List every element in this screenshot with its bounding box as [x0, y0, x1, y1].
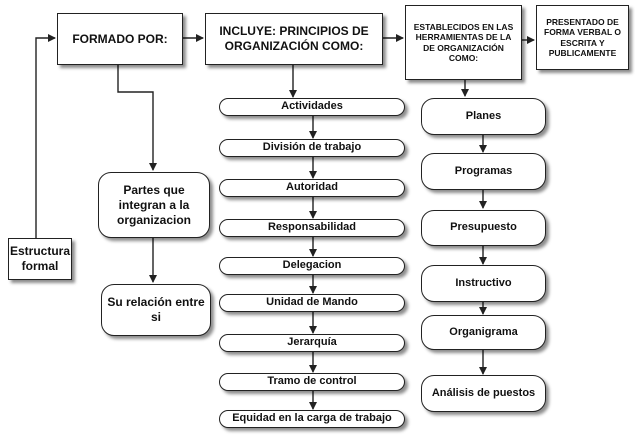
- node-presentado: PRESENTADO DE FORMA VERBAL O ESCRITA Y P…: [536, 5, 629, 70]
- arrow-formado-partes: [117, 65, 157, 171]
- tool-organigrama: Organigrama: [421, 315, 546, 350]
- node-estructura-formal: Estructura formal: [8, 238, 72, 280]
- tool-programas: Programas: [421, 153, 546, 190]
- node-establecidos: ESTABLECIDOS EN LAS HERRAMIENTAS DE LA D…: [405, 5, 522, 80]
- principle-tramo-control: Tramo de control: [219, 373, 405, 391]
- node-partes: Partes que integran a la organizacion: [98, 172, 210, 238]
- principle-actividades: Actividades: [219, 98, 405, 116]
- tool-presupuesto: Presupuesto: [421, 210, 546, 246]
- tool-instructivo: Instructivo: [421, 265, 546, 302]
- tool-planes: Planes: [421, 98, 546, 135]
- principle-equidad-carga: Equidad en la carga de trabajo: [219, 410, 405, 428]
- tool-analisis-puestos: Análisis de puestos: [421, 375, 546, 412]
- node-incluye: INCLUYE: PRINCIPIOS DE ORGANIZACIÓN COMO…: [205, 13, 383, 65]
- arrow-estructura-formado: [35, 34, 56, 238]
- principle-responsabilidad: Responsabilidad: [219, 219, 405, 237]
- principle-unidad-mando: Unidad de Mando: [219, 294, 405, 312]
- principle-division-trabajo: División de trabajo: [219, 139, 405, 157]
- principle-autoridad: Autoridad: [219, 179, 405, 197]
- principle-jerarquia: Jerarquía: [219, 334, 405, 352]
- node-formado-por: FORMADO POR:: [57, 13, 183, 65]
- node-relacion: Su relación entre si: [101, 284, 211, 336]
- principle-delegacion: Delegacion: [219, 257, 405, 275]
